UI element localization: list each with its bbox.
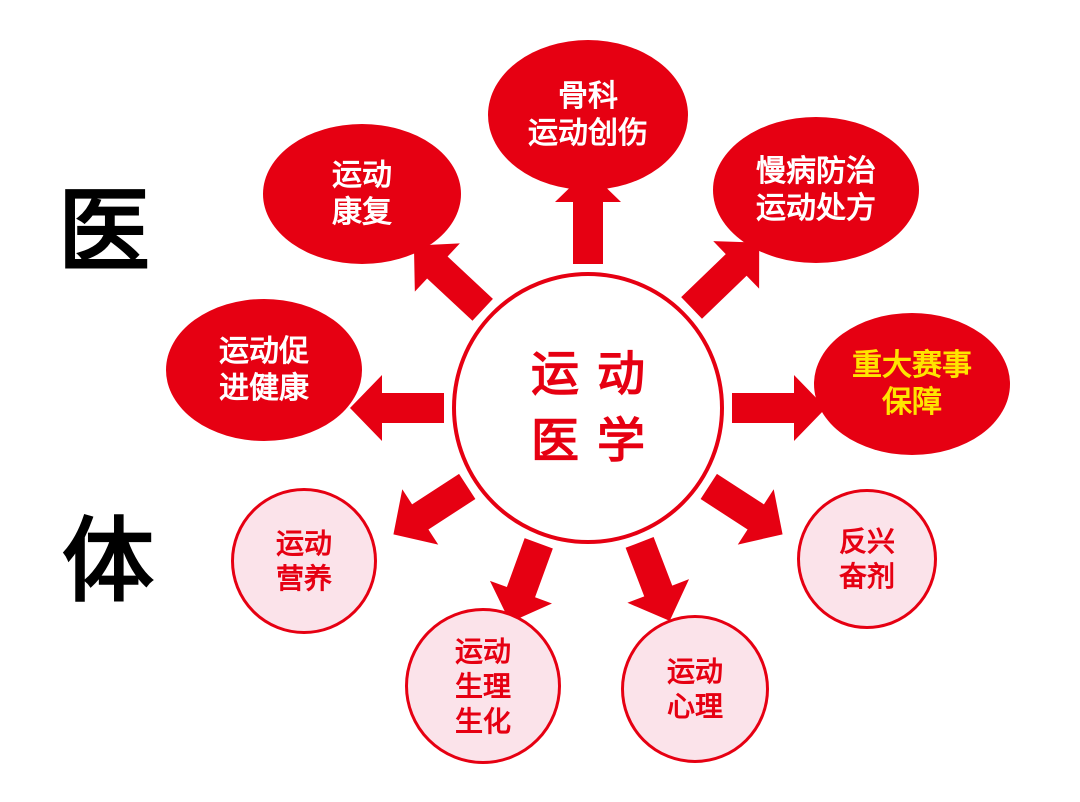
node-line: 重大赛事 — [852, 348, 972, 382]
node-line: 运动促 — [219, 334, 309, 368]
arrow-to-psychology-icon — [625, 537, 690, 621]
center-node-sports-medicine: 运动 医学 — [452, 272, 724, 544]
node-exercise-promotes-health: 运动促 进健康 — [166, 299, 362, 441]
arrow-to-chronic-icon — [681, 241, 760, 319]
node-sports-rehabilitation: 运动 康复 — [263, 124, 461, 264]
node-line: 运动 — [666, 656, 723, 687]
side-label-sport: 体 — [62, 511, 155, 613]
node-line: 骨科 — [558, 79, 618, 113]
arrow-to-orthopedics-icon — [555, 170, 621, 264]
arrow-to-physiology-icon — [489, 538, 553, 623]
node-line: 康复 — [332, 196, 392, 229]
node-orthopedics-sports-injury: 骨科 运动创伤 — [488, 40, 688, 190]
center-line-2: 医学 — [530, 415, 663, 468]
arrow-to-health-icon — [350, 375, 444, 441]
node-line: 奋剂 — [838, 561, 895, 592]
node-line: 运动创伤 — [528, 117, 648, 150]
node-line: 运动 — [275, 528, 332, 559]
center-line-1: 运动 — [530, 347, 663, 401]
node-sports-physiology-biochemistry: 运动 生理 生化 — [405, 608, 561, 764]
node-line: 运动处方 — [756, 192, 876, 225]
node-line: 慢病防治 — [756, 154, 876, 188]
node-chronic-disease-exercise-prescription: 慢病防治 运动处方 — [713, 117, 919, 263]
node-line: 生化 — [454, 705, 511, 737]
node-line: 保障 — [882, 386, 942, 419]
arrow-to-antidoping-icon — [700, 473, 783, 545]
node-line: 心理 — [666, 691, 723, 722]
node-line: 运动 — [454, 635, 511, 667]
arrow-to-rehab-icon — [413, 243, 493, 321]
side-label-medicine: 医 — [58, 181, 151, 283]
node-line: 营养 — [275, 563, 332, 594]
node-anti-doping: 反兴 奋剂 — [797, 489, 937, 629]
node-sports-nutrition: 运动 营养 — [231, 488, 377, 634]
node-line: 进健康 — [219, 372, 309, 405]
node-line: 反兴 — [838, 526, 895, 557]
node-sports-psychology: 运动 心理 — [621, 615, 769, 763]
node-line: 运动 — [332, 158, 392, 192]
arrow-to-events-icon — [732, 375, 826, 441]
node-major-events-support: 重大赛事 保障 — [814, 313, 1010, 455]
node-line: 生理 — [454, 670, 511, 702]
arrow-to-nutrition-icon — [393, 473, 476, 545]
